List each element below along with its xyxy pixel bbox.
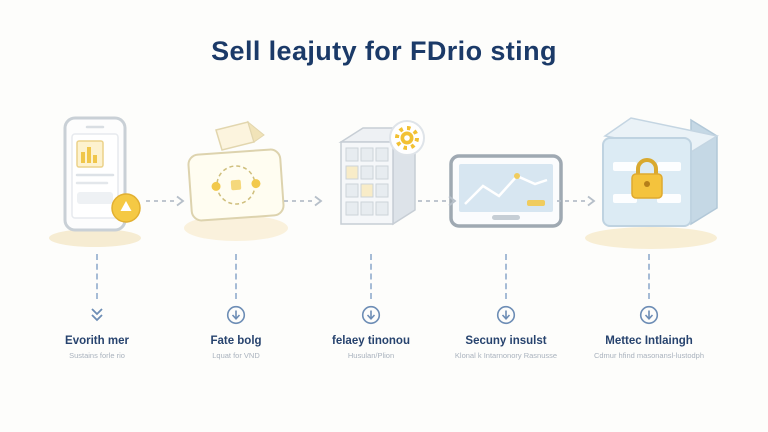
flow-step-4: Secuny insulst Klonal k Intarnonory Rasn… [436, 100, 576, 360]
flow-arrow-right-icon [557, 195, 596, 207]
flow-step-2: Fate bolg Lquat for VND [166, 100, 306, 360]
step-label: Evorith mer [65, 335, 129, 347]
dashed-connector-line [235, 254, 237, 299]
server-box-illustration [311, 100, 431, 250]
card-illustration [174, 100, 298, 250]
dashed-connector-line [505, 254, 507, 299]
step-sublabel: Husulan/Plion [347, 351, 395, 360]
flow-step-5: Mettec Intlaingh Cdmur hfind masonansl-l… [574, 100, 724, 360]
dashed-connector-line [648, 254, 650, 299]
server-box-graphic [338, 120, 425, 226]
step-sublabel: Cdmur hfind masonansl-lustodph [593, 351, 705, 360]
step-sublabel: Klonal k Intarnonory Rasnusse [454, 351, 558, 360]
arrow-down-circle-icon [496, 304, 516, 326]
tablet-graphic [449, 154, 563, 228]
step-sublabel: Sustains forle rio [69, 351, 125, 360]
double-chevron-down-icon [87, 304, 107, 326]
flow-arrow-right-icon [146, 195, 185, 207]
smartphone-graphic [49, 116, 141, 247]
vault-illustration [569, 100, 729, 250]
dashed-connector-line [96, 254, 98, 299]
card-graphic [184, 120, 288, 241]
page-title: Sell leajuty for FDrio sting [211, 36, 557, 66]
tablet-illustration [439, 100, 573, 250]
flow-arrow-right-icon [284, 195, 323, 207]
step-label: felaey tinonou [332, 335, 410, 347]
step-label: Fate bolg [210, 335, 262, 347]
step-label: Mettec Intlaingh [605, 335, 693, 347]
flow-step-1: Evorith mer Sustains forle rio [27, 100, 167, 360]
vault-graphic [585, 117, 719, 249]
flow-step-3: felaey tinonou Husulan/Plion [301, 100, 441, 360]
step-label: Secuny insulst [465, 335, 547, 347]
smartphone-illustration [37, 100, 157, 250]
arrow-down-circle-icon [639, 304, 659, 326]
dashed-connector-line [370, 254, 372, 299]
arrow-down-circle-icon [361, 304, 381, 326]
arrow-down-circle-icon [226, 304, 246, 326]
step-sublabel: Lquat for VND [212, 351, 260, 360]
flow-arrow-right-icon [418, 195, 457, 207]
process-flow: Evorith mer Sustains forle rio [0, 100, 768, 400]
